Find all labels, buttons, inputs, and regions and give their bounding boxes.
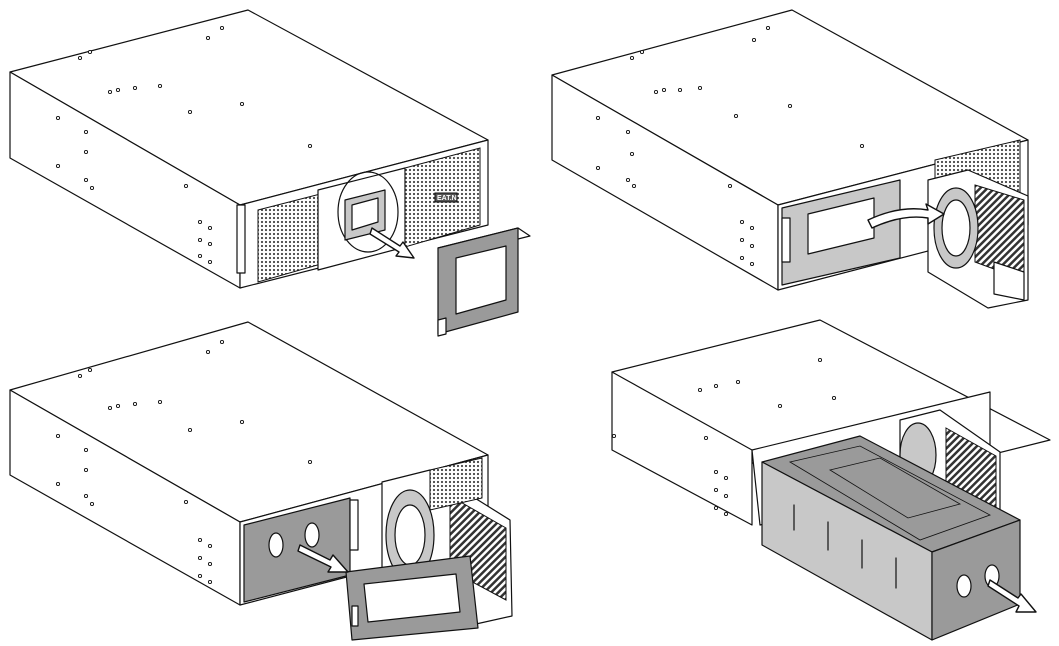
- screw-holes-side: [595, 115, 755, 267]
- screw-holes-top: [697, 357, 837, 409]
- panel-step-3: [9, 321, 513, 641]
- battery-cover-window: [807, 197, 875, 255]
- side-slot: [349, 499, 359, 551]
- screw-holes-top: [629, 25, 865, 149]
- panel-step-2: [551, 9, 1029, 309]
- screw-holes-top: [77, 339, 313, 465]
- front-grille-right: [429, 457, 483, 511]
- tray-handle-left: [956, 574, 972, 598]
- panel-step-1: EAT.N: [9, 9, 531, 337]
- ups-side-face: [611, 371, 753, 526]
- side-slot: [781, 217, 791, 263]
- pull-arrow-icon: [369, 227, 415, 259]
- battery-tray: [761, 435, 1021, 641]
- screw-holes-side: [55, 115, 213, 265]
- panel-step-4: [611, 319, 1051, 641]
- screw-holes-side: [611, 433, 729, 517]
- swing-arrow-icon: [867, 203, 945, 229]
- battery-handle-right: [304, 522, 320, 548]
- swung-bezel-door: [927, 169, 1029, 309]
- side-vent: [236, 204, 246, 274]
- screw-holes-top: [77, 25, 313, 149]
- removed-cover-plate: [345, 555, 479, 641]
- brand-logo: [434, 192, 458, 203]
- tray-ribs: [793, 504, 897, 589]
- brand-logo-text: EAT.N: [437, 195, 457, 202]
- battery-handle-left: [268, 532, 284, 558]
- removed-bezel: [437, 227, 531, 337]
- display-window: [351, 197, 379, 231]
- screw-holes-side: [55, 433, 213, 585]
- pull-arrow-icon: [987, 579, 1037, 613]
- pull-arrow-icon: [297, 544, 349, 573]
- display-bezel-ring: [337, 171, 399, 253]
